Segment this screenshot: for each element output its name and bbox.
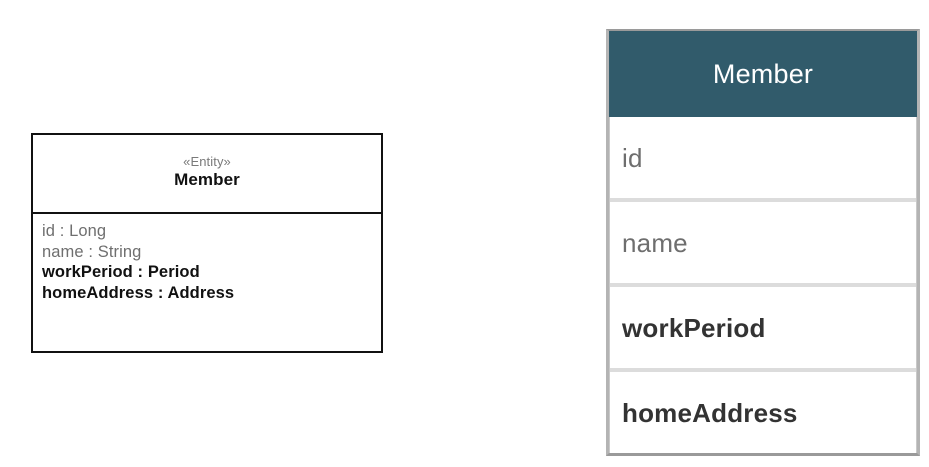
- table-cell-label: name: [622, 227, 688, 258]
- uml-class-name: Member: [174, 169, 240, 189]
- uml-attribute-row: name : String: [42, 242, 142, 261]
- table-row: name: [610, 202, 916, 287]
- uml-attribute-row: id : Long: [42, 222, 107, 240]
- table-body: id name workPeriod homeAddress: [609, 117, 917, 453]
- uml-class-header: «Entity» Member: [33, 135, 381, 214]
- uml-stereotype-label: «Entity»: [183, 153, 231, 169]
- table-header-title: Member: [712, 59, 814, 89]
- uml-attribute-row: workPeriod : Period: [42, 263, 200, 281]
- uml-class-box: «Entity» Member id : Long name : String …: [31, 133, 383, 353]
- table-cell-label: id: [622, 142, 643, 173]
- table-cell-label: homeAddress: [622, 397, 798, 428]
- table-row: id: [610, 117, 916, 202]
- table-row: workPeriod: [610, 287, 916, 372]
- table-header: Member: [609, 31, 917, 117]
- uml-attribute-row: homeAddress : Address: [42, 283, 235, 302]
- entity-table: Member id name workPeriod homeAddress: [606, 29, 920, 456]
- table-row: homeAddress: [610, 372, 916, 453]
- uml-attribute-compartment: id : Long name : String workPeriod : Per…: [33, 214, 381, 303]
- table-cell-label: workPeriod: [622, 312, 766, 343]
